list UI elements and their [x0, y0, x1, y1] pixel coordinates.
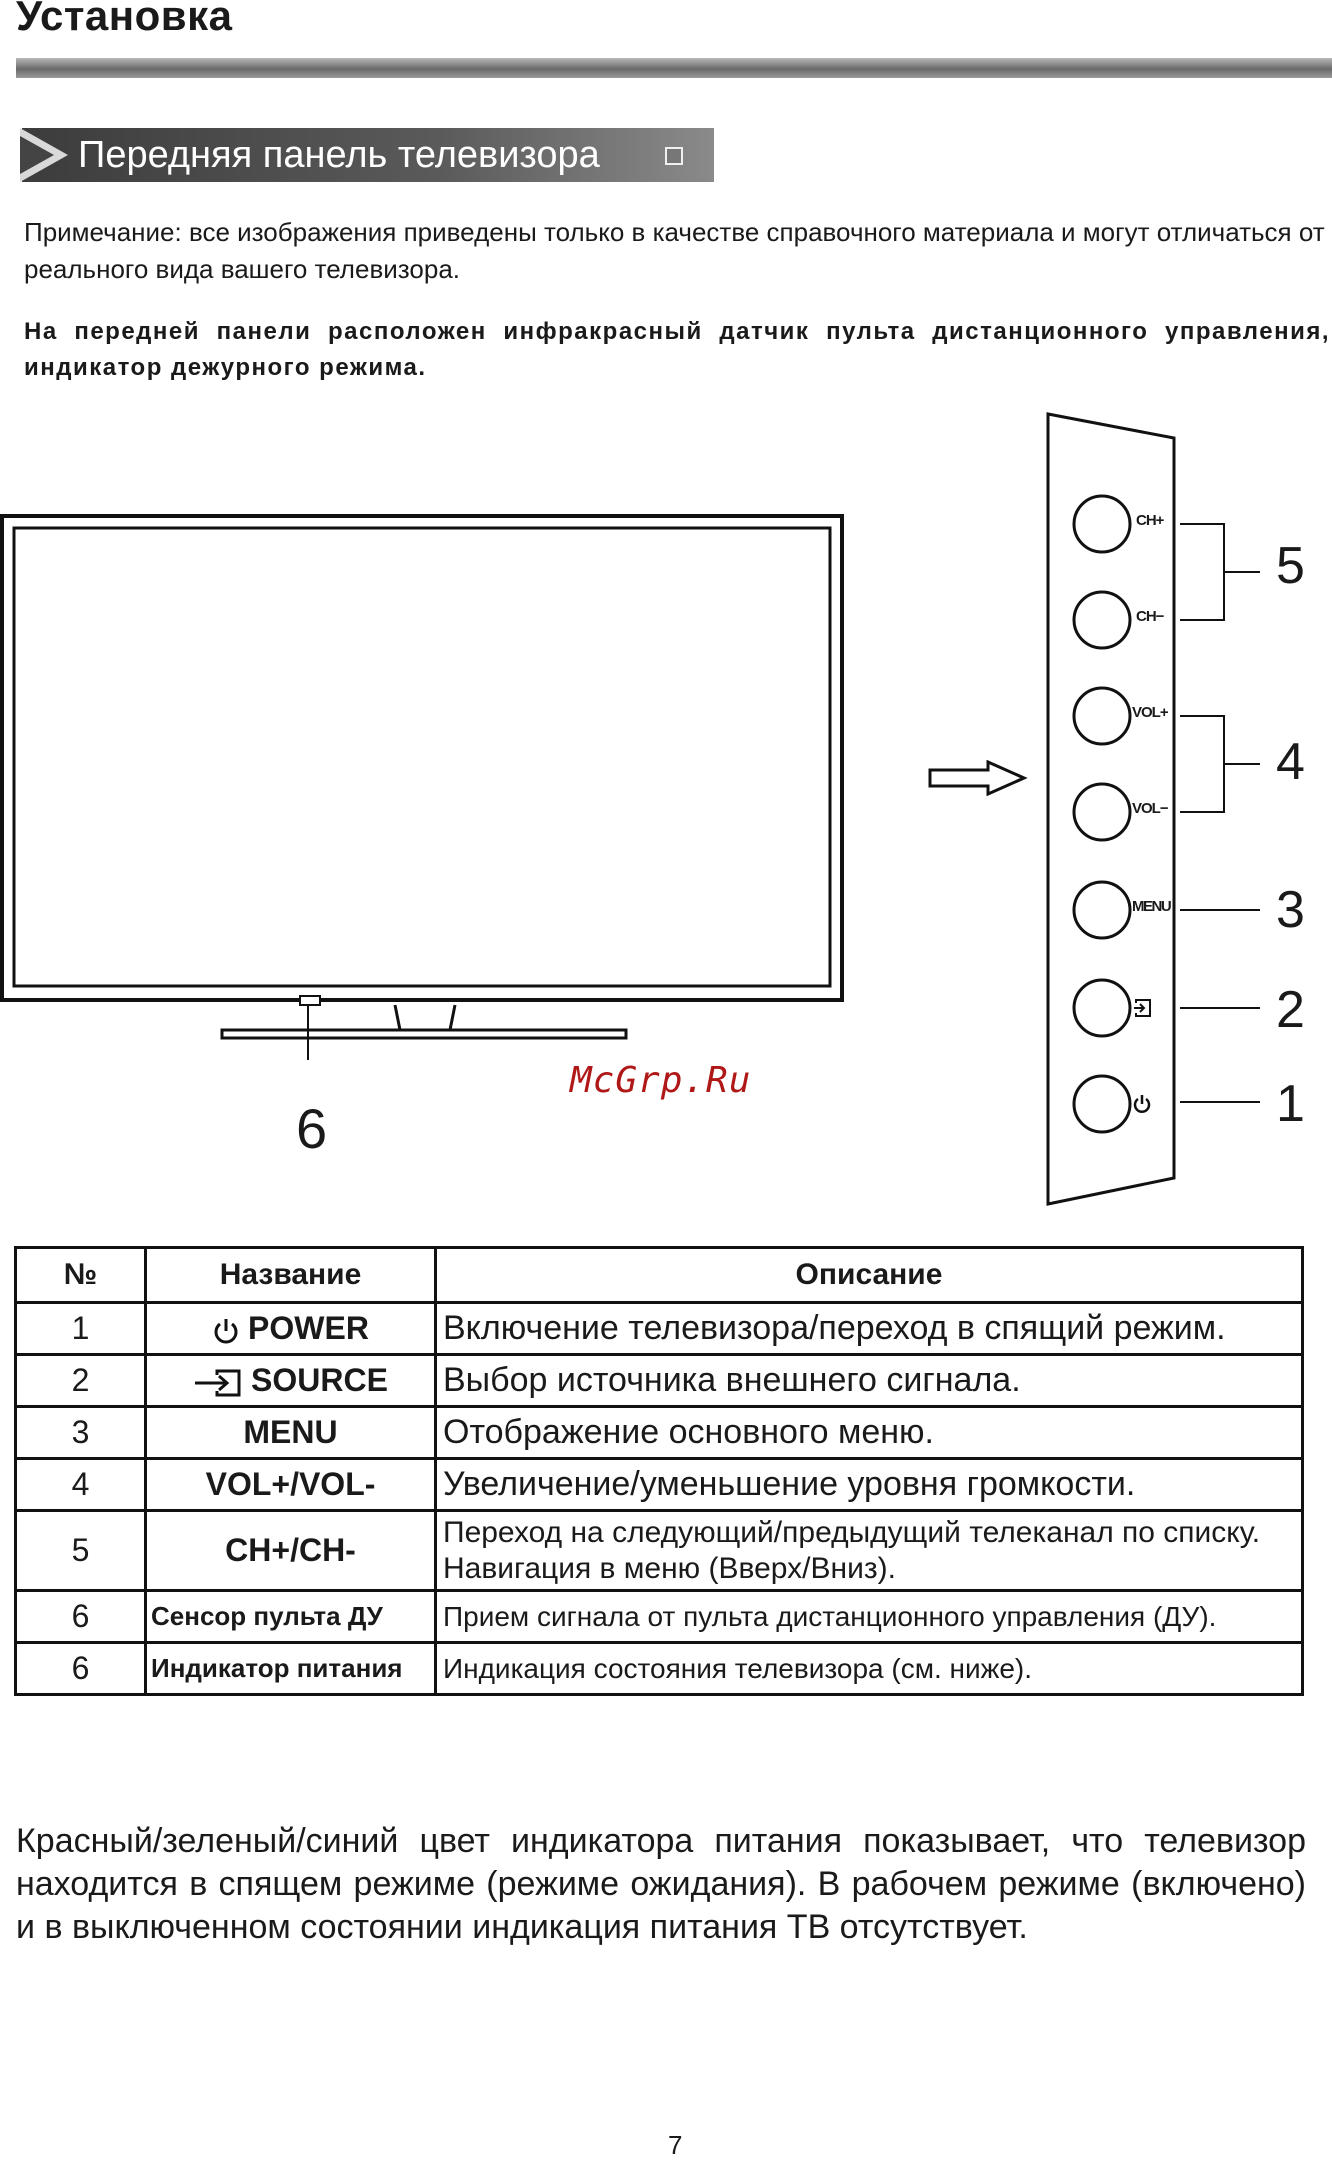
source-input-icon — [195, 1369, 241, 1397]
row-description: Увеличение/уменьшение уровня громкости. — [434, 1457, 1304, 1512]
row-number: 6 — [14, 1641, 147, 1696]
chevron-inner-shape — [20, 136, 54, 174]
ch-minus-button — [1072, 590, 1132, 650]
vol-plus-button — [1072, 686, 1132, 746]
row-description: Отображение основного меню. — [434, 1405, 1304, 1460]
row-name: POWER — [144, 1301, 437, 1356]
power-icon — [1133, 1095, 1151, 1113]
vol-minus-label: VOL− — [1132, 800, 1169, 817]
side-control-panel — [1046, 412, 1176, 1206]
row-name: SOURCE — [144, 1353, 437, 1408]
column-header: Название — [144, 1246, 437, 1304]
info-text: На передней панели расположен инфракрасн… — [24, 318, 1330, 381]
row-description: Индикация состояния телевизора (см. ниже… — [434, 1641, 1304, 1696]
ir-sensor — [299, 995, 321, 1006]
row-name: MENU — [144, 1405, 437, 1460]
page-number: 7 — [668, 2130, 683, 2160]
callout-2-label: 2 — [1276, 981, 1305, 1039]
column-header: Описание — [434, 1246, 1304, 1304]
callout-lines — [1180, 523, 1260, 1103]
table-row: 6 Сенсор пульта ДУ Прием сигнала от пуль… — [14, 1589, 1304, 1644]
row-description: Включение телевизора/переход в спящий ре… — [434, 1301, 1304, 1356]
source-button — [1072, 978, 1132, 1038]
row-number: 6 — [14, 1589, 147, 1644]
menu-button — [1072, 880, 1132, 940]
table-row: 1 POWER Включение телевизора/переход в с… — [14, 1301, 1304, 1356]
page-title: Установка — [16, 0, 233, 39]
row-description: Переход на следующий/предыдущий телекана… — [434, 1509, 1304, 1592]
tv-stand-base — [220, 1028, 628, 1040]
row-description: Выбор источника внешнего сигнала. — [434, 1353, 1304, 1408]
tv-front-illustration — [0, 514, 844, 1060]
power-button — [1072, 1074, 1132, 1134]
row-number: 3 — [14, 1405, 147, 1460]
table-row: 3 MENU Отображение основного меню. — [14, 1405, 1304, 1460]
callout-5-label: 5 — [1276, 537, 1305, 595]
ch-plus-label: CH+ — [1136, 512, 1164, 529]
ch-plus-button — [1072, 494, 1132, 554]
section-banner — [22, 128, 714, 182]
indicator-description: Красный/зеленый/синий цвет индикатора пи… — [16, 1822, 1306, 1946]
row-number: 2 — [14, 1353, 147, 1408]
table-header-row: № Название Описание — [14, 1246, 1304, 1304]
row-name: Индикатор питания — [144, 1641, 437, 1696]
tv-stand-neck — [393, 1004, 457, 1032]
callout-1-label: 1 — [1276, 1075, 1305, 1133]
square-icon — [665, 147, 683, 165]
vol-minus-button — [1072, 782, 1132, 842]
row-number: 5 — [14, 1509, 147, 1592]
controls-table: № Название Описание 1 POWER Включение те… — [14, 1246, 1304, 1696]
vol-plus-label: VOL+ — [1132, 704, 1169, 721]
table-row: 5 CH+/CH- Переход на следующий/предыдущи… — [14, 1509, 1304, 1592]
table-row: 2 SOURCE Выбор источника внешнего сигнал… — [14, 1353, 1304, 1408]
callout-6-label: 6 — [296, 1097, 328, 1160]
section-title: Передняя панель телевизора — [78, 134, 600, 176]
row-number: 4 — [14, 1457, 147, 1512]
row-name: CH+/CH- — [144, 1509, 437, 1592]
menu-label: MENU — [1132, 898, 1172, 915]
column-header: № — [14, 1246, 147, 1304]
title-rule — [16, 58, 1332, 78]
table-row: 6 Индикатор питания Индикация состояния … — [14, 1641, 1304, 1696]
tv-bezel-outer — [0, 514, 844, 1002]
row-description: Прием сигнала от пульта дистанционного у… — [434, 1589, 1304, 1644]
callout-3-label: 3 — [1276, 881, 1305, 939]
power-icon — [214, 1318, 238, 1343]
arrow-right-icon — [928, 760, 1028, 796]
tv-screen — [12, 526, 832, 988]
callout-4-label: 4 — [1276, 733, 1305, 791]
watermark: McGrp.Ru — [570, 1060, 752, 1101]
row-number: 1 — [14, 1301, 147, 1356]
table-row: 4 VOL+/VOL- Увеличение/уменьшение уровня… — [14, 1457, 1304, 1512]
row-name: VOL+/VOL- — [144, 1457, 437, 1512]
ch-minus-label: CH− — [1136, 608, 1164, 625]
row-name: Сенсор пульта ДУ — [144, 1589, 437, 1644]
note-text: Примечание: все изображения приведены то… — [24, 217, 1325, 284]
source-input-icon — [1134, 999, 1151, 1017]
